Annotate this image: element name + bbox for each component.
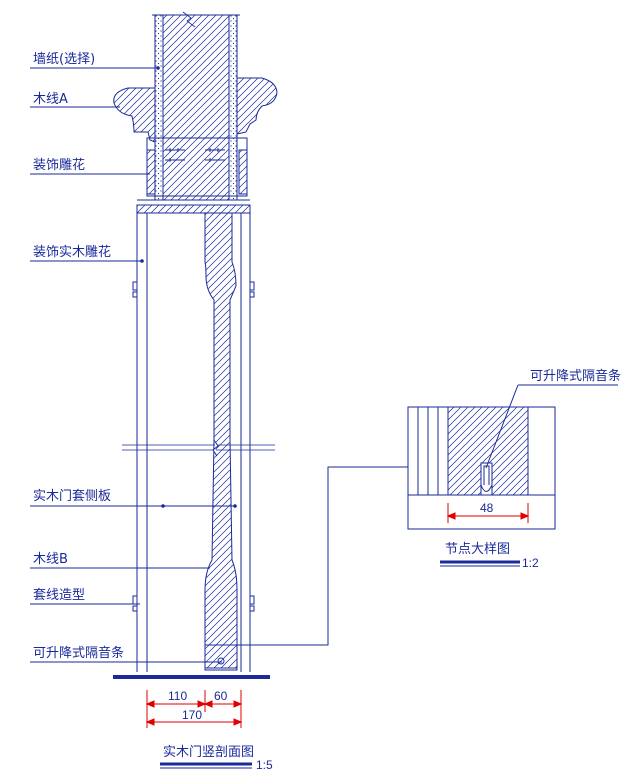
label-wallpaper: 墙纸(选择)	[33, 52, 95, 67]
dim-48: 48	[480, 501, 494, 515]
section-title: 实木门竖剖面图	[163, 745, 254, 760]
detail-callout: 可升降式隔音条	[530, 368, 621, 384]
label-molding-a: 木线A	[33, 92, 68, 107]
dim-110: 110	[168, 689, 187, 703]
section-view	[113, 11, 278, 679]
label-seal-strip: 可升降式隔音条	[33, 645, 124, 661]
label-molding-b: 木线B	[33, 552, 68, 567]
detail-view	[407, 384, 618, 530]
wall-core	[162, 14, 230, 201]
molding-a-left	[113, 87, 156, 143]
wallpaper-left	[154, 14, 164, 201]
molding-a-right	[236, 77, 278, 135]
dim-170: 170	[182, 708, 202, 722]
detail-title: 节点大样图	[445, 542, 510, 557]
door-leaf	[204, 212, 238, 669]
detail-dimension	[446, 503, 530, 523]
section-dimensions	[145, 690, 243, 728]
label-wood-carving: 装饰实木雕花	[33, 244, 111, 260]
label-casing: 套线造型	[33, 587, 85, 603]
label-carving: 装饰雕花	[33, 157, 85, 173]
dim-60: 60	[214, 689, 228, 703]
detail-scale: 1:2	[522, 556, 539, 570]
wallpaper-right	[228, 14, 238, 201]
label-side-panel: 实木门套侧板	[33, 488, 111, 504]
section-scale: 1:5	[256, 758, 273, 772]
